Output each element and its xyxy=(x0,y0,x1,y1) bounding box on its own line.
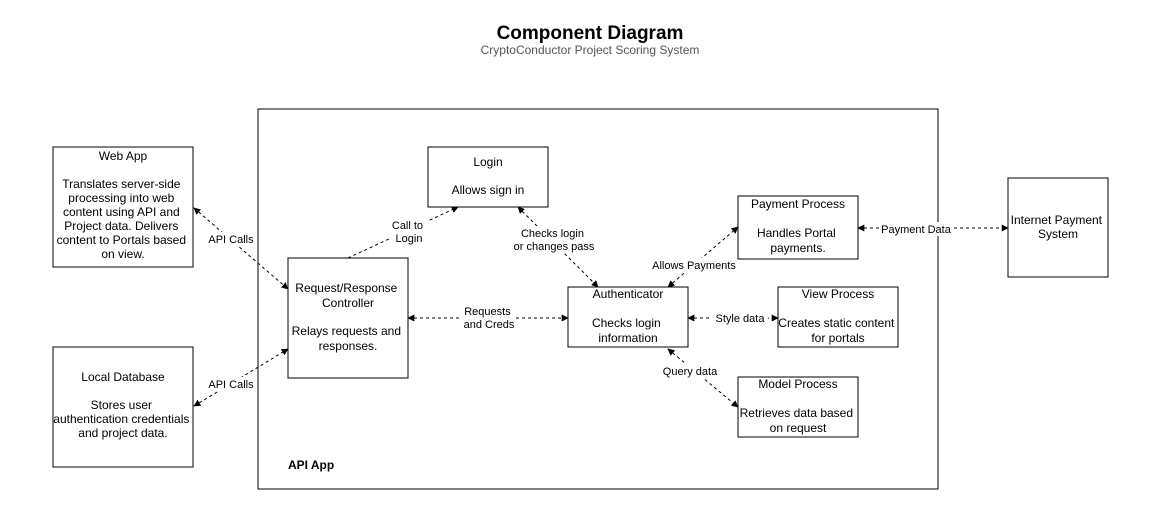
component-controller[interactable]: Request/Response Controller Relays reque… xyxy=(287,257,409,379)
label-db-controller: API Calls xyxy=(208,379,254,391)
component-web-app[interactable]: Web App Translates server-side processin… xyxy=(52,146,194,268)
label-auth-model: Query data xyxy=(663,366,718,378)
login-name: Login xyxy=(473,155,502,169)
component-model-process[interactable]: Model Process Retrieves data based on re… xyxy=(737,376,859,438)
local-db-name: Local Database xyxy=(81,370,165,384)
label-login-auth: Checks login or changes pass xyxy=(514,228,595,253)
component-view-process[interactable]: View Process Creates static content for … xyxy=(777,286,899,348)
label-web-controller: API Calls xyxy=(208,234,254,246)
component-authenticator[interactable]: Authenticator Checks login information xyxy=(567,286,689,348)
component-login[interactable]: Login Allows sign in xyxy=(427,146,549,208)
view-name: View Process xyxy=(802,287,874,301)
model-desc: Retrieves data based on request xyxy=(740,406,857,435)
label-controller-auth: Requests and Creds xyxy=(464,306,515,331)
payment-name: Payment Process xyxy=(751,197,845,211)
payment-desc: Handles Portal payments. xyxy=(757,226,839,255)
login-desc: Allows sign in xyxy=(452,183,525,197)
label-controller-login: Call to Login xyxy=(392,220,426,245)
component-payment-process[interactable]: Payment Process Handles Portal payments. xyxy=(737,195,859,260)
edge-labels: API Calls API Calls Call to Login Checks… xyxy=(206,218,952,391)
component-local-database[interactable]: Local Database Stores user authenticatio… xyxy=(52,346,194,468)
controller-name: Request/Response Controller xyxy=(295,281,400,310)
web-app-name: Web App xyxy=(99,149,148,163)
edge-web-controller xyxy=(193,207,289,290)
component-internet-payment-system[interactable]: Internet Payment System xyxy=(1007,177,1109,278)
label-auth-payment: Allows Payments xyxy=(652,260,736,272)
diagram-title: Component Diagram xyxy=(497,23,684,44)
model-name: Model Process xyxy=(758,377,837,391)
diagram-subtitle: CryptoConductor Project Scoring System xyxy=(481,43,700,57)
local-db-desc: Stores user authentication credentials a… xyxy=(53,398,192,440)
authenticator-desc: Checks login information xyxy=(592,316,664,345)
label-payment-internet: Payment Data xyxy=(881,224,952,236)
controller-desc: Relays requests and responses. xyxy=(292,324,405,353)
label-auth-view: Style data xyxy=(716,313,766,325)
view-desc: Creates static content for portals xyxy=(778,316,897,345)
api-app-label: API App xyxy=(288,458,334,472)
web-app-desc: Translates server-side processing into w… xyxy=(57,177,190,261)
internet-payment-name: Internet Payment System xyxy=(1011,213,1106,241)
authenticator-name: Authenticator xyxy=(593,287,664,301)
